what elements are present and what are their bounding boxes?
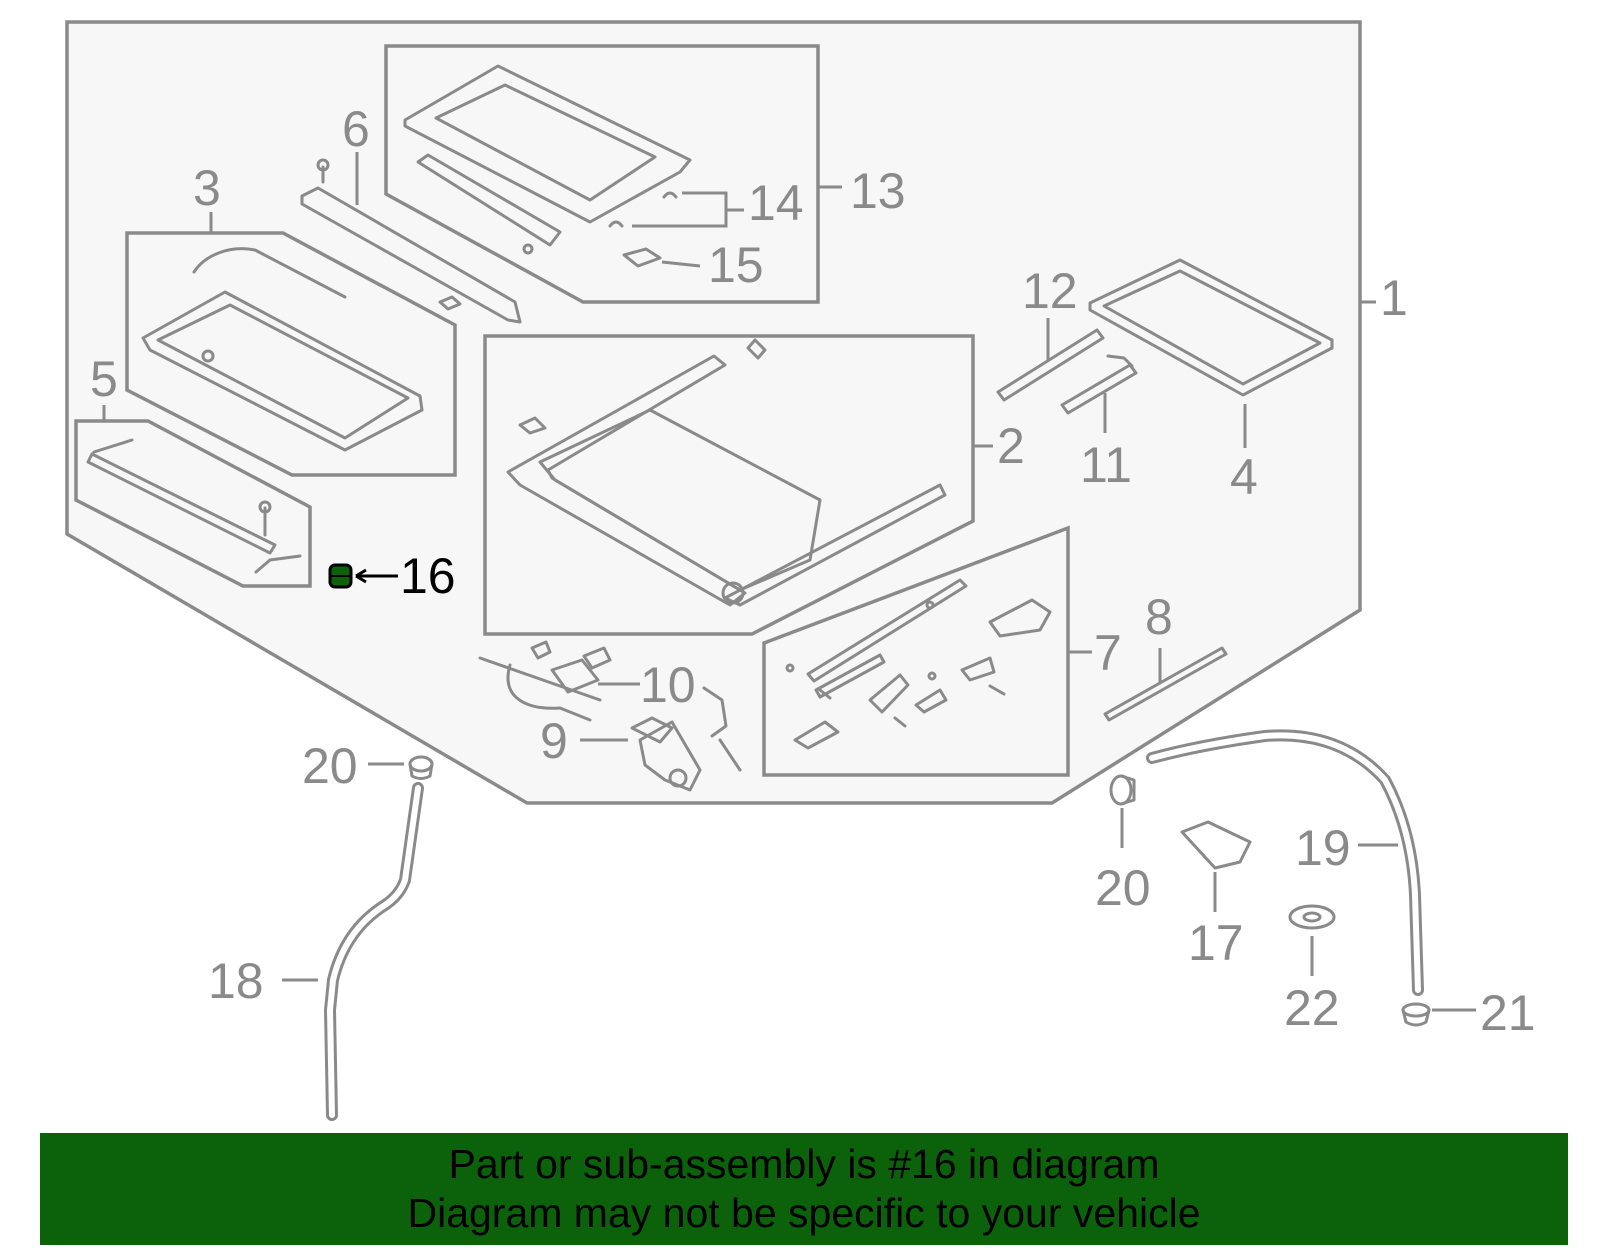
bracket-17 (1180, 820, 1252, 870)
callout-10: 10 (640, 657, 696, 713)
box-7-drive (762, 525, 1070, 777)
trim-11-end (1106, 354, 1134, 368)
part-16-highlighted (328, 563, 353, 589)
pad-15 (622, 247, 662, 268)
callout-7: 7 (1094, 625, 1122, 681)
callout-9: 9 (540, 713, 568, 769)
callout-6: 6 (342, 101, 370, 157)
glass-panel-3 (141, 247, 424, 452)
leader-15 (661, 260, 701, 268)
box-5-seal (74, 419, 312, 588)
clip-14-top (662, 191, 678, 199)
cap-20-right (1109, 774, 1136, 806)
callout-8: 8 (1145, 589, 1173, 645)
sunshade-panel (403, 64, 692, 255)
info-banner: Part or sub-assembly is #16 in diagram D… (40, 1133, 1568, 1245)
box-3-glass (125, 231, 457, 477)
callout-17: 17 (1188, 915, 1244, 971)
callout-2: 2 (997, 418, 1025, 474)
callout-11: 11 (1080, 437, 1132, 493)
box-2-frame (483, 334, 975, 636)
callout-18: 18 (208, 953, 264, 1009)
harness-10 (478, 640, 612, 722)
rail-6 (300, 158, 522, 324)
main-assembly-outline (65, 20, 1362, 805)
callout-4: 4 (1230, 449, 1258, 505)
grommet-22 (1288, 904, 1336, 930)
cap-20-left (408, 755, 434, 780)
callout-12: 12 (1022, 263, 1078, 319)
callout-14: 14 (748, 175, 804, 231)
drive-parts-7 (785, 578, 1052, 750)
callout-20-right: 20 (1095, 860, 1151, 916)
leader-14 (632, 191, 744, 228)
callout-21: 21 (1480, 985, 1536, 1041)
clip-14-bottom (608, 220, 624, 228)
box-13-sunshade (384, 44, 820, 304)
callout-5: 5 (90, 351, 118, 407)
callout-13: 13 (850, 163, 906, 219)
callout-22: 22 (1284, 980, 1340, 1036)
callout-20-left: 20 (302, 738, 358, 794)
trim-12 (996, 328, 1105, 402)
seal-5 (86, 438, 302, 574)
banner-line-disclaimer: Diagram may not be specific to your vehi… (407, 1190, 1201, 1236)
frame-2 (506, 338, 947, 607)
clamp-21 (1401, 1002, 1431, 1027)
strip-8 (1103, 646, 1228, 722)
callout-15: 15 (708, 237, 764, 293)
callout-19: 19 (1295, 820, 1351, 876)
callout-3: 3 (193, 160, 221, 216)
motor-9 (630, 686, 742, 792)
callout-16: 16 (400, 548, 456, 604)
seal-frame-4 (1088, 258, 1334, 397)
leader-16 (355, 568, 398, 584)
trim-11 (1060, 363, 1138, 415)
callout-1: 1 (1380, 270, 1408, 326)
banner-line-part: Part or sub-assembly is #16 in diagram (448, 1141, 1160, 1187)
